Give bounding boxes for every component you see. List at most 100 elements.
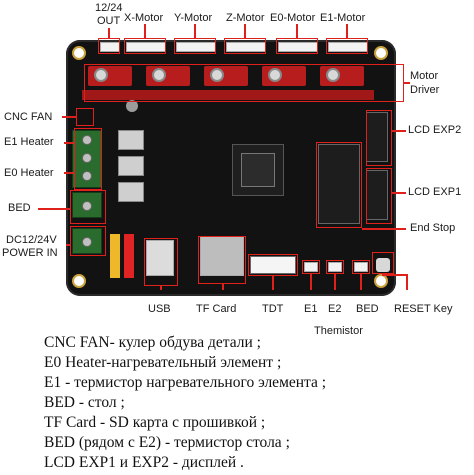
end-stop-box: [316, 142, 362, 228]
label-lcd-exp1: LCD EXP1: [408, 186, 462, 198]
lcd-exp1-box: [366, 168, 392, 224]
label-e0-heater: E0 Heater: [4, 167, 54, 179]
caption-line: BED - стол ;: [44, 394, 125, 411]
e0-motor-box: [276, 38, 318, 54]
e1-box: [302, 260, 320, 274]
usb-port: [146, 240, 174, 276]
driver-strip: [82, 90, 374, 100]
label-usb: USB: [148, 303, 171, 315]
label-driver: Driver: [410, 84, 440, 96]
reset-button: [376, 258, 390, 272]
y-motor-box: [174, 38, 216, 54]
leader-line: [346, 24, 348, 38]
mosfet: [118, 130, 144, 150]
caption-line: LCD EXP1 и EXP2 - дисплей .: [44, 454, 244, 471]
label-dc-voltage: DC12/24V: [6, 234, 57, 246]
label-out-voltage: 12/24: [95, 2, 123, 14]
leader-line: [66, 244, 70, 246]
leader-line: [382, 274, 406, 276]
leader-line: [108, 28, 110, 38]
label-e0-motor: E0-Motor: [270, 12, 316, 24]
caption-line: E0 Heater-нагревательный элемент ;: [44, 354, 282, 371]
e2-box: [326, 260, 344, 274]
label-y-motor: Y-Motor: [174, 12, 213, 24]
label-motor: Motor: [410, 70, 439, 82]
end-stop-headers: [318, 144, 360, 224]
bed-thermistor-box: [352, 260, 370, 274]
bed-box: [70, 190, 106, 224]
leader-line: [392, 192, 406, 194]
leader-line: [272, 276, 274, 290]
terminal-screw: [82, 201, 92, 211]
label-e1-motor: E1-Motor: [320, 12, 366, 24]
capacitor: [126, 100, 138, 112]
label-tf-card: TF Card: [196, 303, 237, 315]
leader-line: [64, 142, 74, 144]
leader-line: [360, 274, 362, 290]
driver-heatsink: [94, 68, 108, 82]
cnc-fan-box: [76, 108, 94, 126]
x-motor-box: [124, 38, 166, 54]
bed-thermistor-connector: [354, 262, 368, 272]
label-cnc-fan: CNC FAN: [4, 111, 53, 123]
leader-line: [62, 116, 76, 118]
leader-line: [160, 286, 162, 290]
leader-line: [194, 24, 196, 38]
caption-line: TF Card - SD карта с прошивкой ;: [44, 414, 266, 431]
mosfet: [118, 156, 144, 176]
leader-line: [310, 274, 312, 290]
caption-line: E1 - термистор нагревательного элемента …: [44, 374, 327, 391]
label-lcd-exp2: LCD EXP2: [408, 124, 462, 136]
label-z-motor: Z-Motor: [226, 12, 265, 24]
leader-line: [334, 274, 336, 290]
bed-terminal: [72, 192, 102, 218]
label-bed: BED: [8, 202, 31, 214]
driver-heatsink: [268, 68, 282, 82]
label-tdt: TDT: [262, 303, 284, 315]
label-e1-thermistor: E1: [304, 303, 318, 315]
power-box: [70, 226, 106, 256]
leader-line: [144, 24, 146, 38]
leader-line: [362, 228, 406, 230]
lcd-exp2-box: [366, 110, 392, 166]
label-out: OUT: [97, 15, 121, 27]
e1-motor-box: [326, 38, 368, 54]
leader-line: [296, 24, 298, 38]
mounting-hole: [374, 46, 388, 60]
controller-board: [66, 40, 396, 296]
leader-line: [38, 208, 70, 210]
usb-box: [144, 238, 178, 286]
driver-heatsink: [152, 68, 166, 82]
driver-heatsink: [326, 68, 340, 82]
leader-line: [406, 274, 408, 290]
leader-line: [222, 284, 224, 290]
mounting-hole: [72, 274, 86, 288]
caption-line: BED (рядом с E2) - термистор стола ;: [44, 434, 290, 451]
label-bed-thermistor: BED: [356, 303, 379, 315]
fuse: [110, 234, 120, 278]
heater-terminal-block: [72, 130, 102, 188]
out-box: [98, 38, 120, 54]
mounting-hole: [72, 46, 86, 60]
reset-box: [372, 252, 394, 274]
caption-line: CNC FAN- кулер обдува детали ;: [44, 334, 261, 351]
leader-line: [244, 24, 246, 38]
terminal-screw: [82, 237, 92, 247]
mcu-die: [241, 153, 275, 187]
label-reset-key: RESET Key: [394, 303, 453, 315]
tdt-box: [248, 254, 298, 276]
label-thermistor: Themistor: [314, 325, 363, 337]
terminal-screw: [82, 135, 92, 145]
leader-line: [392, 130, 406, 132]
terminal-screw: [82, 171, 92, 181]
motor-driver-box: [84, 64, 404, 102]
fuse: [124, 234, 134, 278]
label-power-in: POWER IN: [2, 247, 58, 259]
leader-line: [64, 172, 74, 174]
label-e1-heater: E1 Heater: [4, 136, 54, 148]
label-end-stop: End Stop: [410, 222, 456, 234]
z-motor-box: [224, 38, 266, 54]
driver-heatsink: [210, 68, 224, 82]
mosfet: [118, 182, 144, 202]
tf-card-box: [198, 236, 246, 284]
